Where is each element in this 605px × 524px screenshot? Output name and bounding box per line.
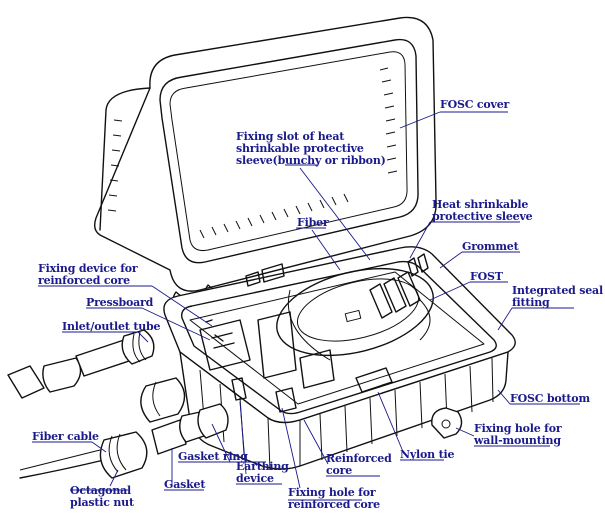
label-grommet: Grommet: [462, 240, 520, 253]
label-fosc-bottom: FOSC bottom: [510, 392, 590, 405]
label-reinforced-core-line2: core: [326, 464, 352, 477]
label-fixing-slot-line1: Fixing slot of heat: [236, 130, 345, 143]
label-earthing-line2: device: [236, 472, 274, 485]
label-seal-line1: Integrated seal: [512, 284, 603, 297]
fosc-bottom-drawing: [163, 246, 516, 471]
label-fixing-slot-line2: shrinkable protective: [236, 142, 364, 155]
label-octagonal-nut-line1: Octagonal: [70, 484, 131, 497]
cable-fittings-drawing: [7, 329, 229, 479]
label-seal-line2: fitting: [512, 296, 550, 309]
label-fixing-device-line2: reinforced core: [38, 274, 130, 287]
leader-lines: [32, 111, 580, 501]
label-gasket: Gasket: [164, 478, 206, 491]
label-gasket-ring: Gasket ring: [178, 450, 248, 463]
label-reinforced-core-line1: Reinforced: [326, 452, 392, 465]
label-fiber: Fiber: [297, 216, 329, 229]
label-fixing-device-line1: Fixing device for: [38, 262, 138, 275]
label-wall-hole-line2: wall-mounting: [473, 434, 561, 447]
label-pressboard: Pressboard: [86, 296, 154, 309]
label-inlet-tube: Inlet/outlet tube: [62, 320, 160, 333]
label-fosc-cover: FOSC cover: [440, 98, 510, 111]
label-fost: FOST: [470, 270, 504, 283]
label-fixhole-core-line1: Fixing hole for: [288, 486, 376, 499]
label-earthing-line1: Earthing: [236, 460, 289, 473]
fosc-cover-drawing: [93, 16, 437, 307]
label-wall-hole-line1: Fixing hole for: [474, 422, 562, 435]
label-fixing-slot-line3: sleeve(bunchy or ribbon): [236, 154, 386, 167]
label-fiber-cable: Fiber cable: [32, 430, 99, 443]
labels: FOSC cover Fixing slot of heat shrinkabl…: [32, 98, 603, 511]
label-heat-sleeve-line1: Heat shrinkable: [432, 198, 528, 211]
label-heat-sleeve-line2: protective sleeve: [432, 210, 533, 223]
label-fixhole-core-line2: reinforced core: [288, 498, 380, 511]
label-nylon-tie: Nylon tie: [400, 448, 454, 461]
label-octagonal-nut-line2: plastic nut: [70, 496, 135, 509]
